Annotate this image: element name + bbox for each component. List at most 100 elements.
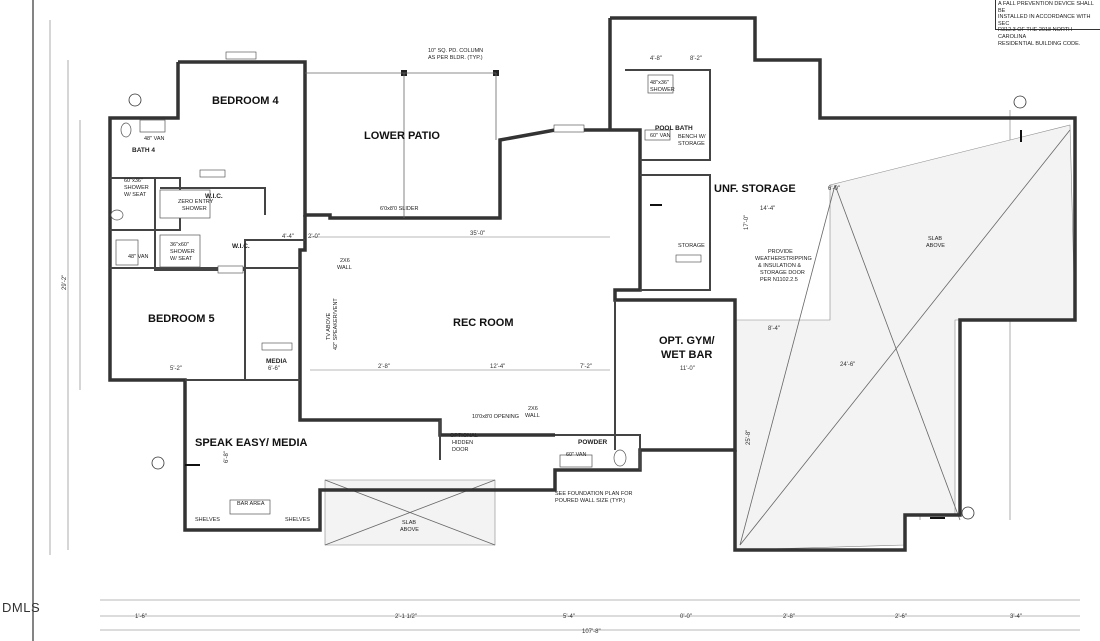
note-shower-1b: SHOWER (124, 185, 149, 191)
room-label-powder: POWDER (578, 439, 608, 446)
note-pool-shower-1: 48"x36" (650, 80, 669, 86)
note-wall-2x6-b2: WALL (525, 413, 540, 419)
note-pool-shower-2: SHOWER (650, 87, 675, 93)
room-label-speak-easy: SPEAK EASY/ MEDIA (195, 437, 308, 449)
door-tags (199, 51, 702, 351)
room-label-pool-bath: POOL BATH (655, 125, 693, 132)
room-labels: BEDROOM 4 LOWER PATIO BATH 4 W.I.C. W.I.… (132, 95, 796, 449)
dim-7-2: 7'-2" (580, 364, 592, 370)
note-zero-entry-1: ZERO ENTRY (178, 199, 214, 205)
note-provide-1: PROVIDE (768, 249, 793, 255)
interior-walls (110, 69, 711, 470)
room-label-wet-bar: WET BAR (661, 349, 712, 361)
dim-17-0: 17'-0" (744, 215, 750, 230)
dim-5-2: 5'-2" (170, 366, 182, 372)
dim-6-6: 6'-6" (268, 366, 280, 372)
dim-4-4: 4'-4" (282, 234, 294, 240)
room-label-rec-room: REC ROOM (453, 317, 514, 329)
dim-14-4: 14'-4" (760, 206, 775, 212)
room-label-bedroom5: BEDROOM 5 (148, 313, 215, 325)
note-hidden-door-1: OPTIONAL (450, 433, 478, 439)
note-slab-above-a1: SLAB (928, 236, 942, 242)
note-slab-above-b2: ABOVE (400, 527, 419, 533)
dim-4-8: 4'-8" (650, 56, 662, 62)
note-opening: 10'0x8'0 OPENING (472, 414, 519, 420)
note-slab-above-a2: ABOVE (926, 243, 945, 249)
note-bench-2: STORAGE (678, 141, 705, 147)
room-label-unf-storage: UNF. STORAGE (714, 183, 796, 195)
dim-3-4: 3'-4" (1010, 614, 1022, 620)
dim-2-8: 2'-8" (378, 364, 390, 370)
note-slab-above-b1: SLAB (402, 520, 416, 526)
dim-35-0: 35'-0" (470, 231, 485, 237)
room-label-wic1: W.I.C. (205, 193, 223, 200)
note-wall-2x6-b1: 2X6 (528, 406, 538, 412)
note-zero-entry-2: SHOWER (182, 206, 207, 212)
note-shelves-2: SHELVES (285, 517, 310, 523)
note-shower-2c: W/ SEAT (170, 256, 193, 262)
room-label-bath4: BATH 4 (132, 147, 155, 154)
note-line-2: INSTALLED IN ACCORDANCE WITH SEC (998, 14, 1091, 27)
dim-11-0: 11'-0" (680, 366, 695, 372)
note-shelves-1: SHELVES (195, 517, 220, 523)
note-hidden-door-2: HIDDEN (452, 440, 473, 446)
note-line-4: RESIDENTIAL BUILDING CODE. (998, 40, 1081, 47)
note-shower-1: 60"x36" (124, 178, 143, 184)
note-shower-2b: SHOWER (170, 249, 195, 255)
dim-1-6: 1'-6" (135, 614, 147, 620)
dim-2-6: 2'-6" (895, 614, 907, 620)
dim-6-8: 6'-8" (224, 451, 230, 463)
room-label-opt-gym: OPT. GYM/ (659, 335, 715, 347)
note-pool-van: 60" VAN (650, 133, 671, 139)
room-label-media: MEDIA (266, 358, 287, 365)
dim-2-8b: 2'-8" (783, 614, 795, 620)
mls-watermark: DMLS (2, 600, 41, 615)
fixtures (110, 74, 674, 515)
dimension-labels: 35'-0" 107'-8" 24'-6" 12'-4" 2'-8" 7'-2"… (62, 56, 1022, 635)
note-foundation-1: SEE FOUNDATION PLAN FOR (555, 491, 633, 497)
note-provide-4: STORAGE DOOR (760, 270, 805, 276)
note-van-60: 60" VAN (566, 452, 587, 458)
fall-prevention-note: A FALL PREVENTION DEVICE SHALL BE INSTAL… (995, 0, 1100, 47)
dim-5-4: 5'-4" (563, 614, 575, 620)
note-wall-2x6-a1: 2X6 (340, 258, 350, 264)
note-line-3: R312.3 OF THE 2018 NORTH CAROLINA (998, 27, 1073, 40)
note-line-1: A FALL PREVENTION DEVICE SHALL BE (998, 1, 1094, 14)
note-above-2: 42" SPEAKER/VENT (333, 298, 339, 350)
note-above-1: TV ABOVE (326, 312, 332, 340)
dim-25-8: 25'-8" (746, 430, 752, 445)
dim-8-2: 8'-2" (690, 56, 702, 62)
note-provide-3: & INSULATION & (758, 263, 801, 269)
note-hidden-door-3: DOOR (452, 447, 469, 453)
note-bar-area: BAR AREA (237, 501, 265, 507)
note-van-48-b: 48" VAN (128, 254, 149, 260)
dim-12-4: 12'-4" (490, 364, 505, 370)
note-slider: 6'0x8'0 SLIDER (380, 206, 419, 212)
note-column-2: AS PER BLDR. (TYP.) (428, 55, 483, 61)
dim-24-6: 24'-6" (840, 362, 855, 368)
patio-columns (305, 70, 499, 218)
room-label-wic2: W.I.C. (232, 243, 250, 250)
dim-29-2: 29'-2" (62, 275, 68, 290)
note-provide-5: PER N1102.2.5 (760, 277, 798, 283)
plan-notes: 10" SQ. PD. COLUMN AS PER BLDR. (TYP.) 6… (124, 48, 945, 533)
exterior-walls (108, 16, 1077, 552)
room-label-storage: STORAGE (678, 243, 705, 249)
dim-6-0: 6'-0" (828, 186, 840, 192)
note-van-48-a: 48" VAN (144, 136, 165, 142)
dim-2-0: 2'-0" (308, 234, 320, 240)
note-shower-2: 36"x60" (170, 242, 189, 248)
dim-0-0: 0'-0" (680, 614, 692, 620)
room-label-bedroom4: BEDROOM 4 (212, 95, 280, 107)
room-label-lower-patio: LOWER PATIO (364, 130, 440, 142)
note-column-1: 10" SQ. PD. COLUMN (428, 48, 483, 54)
dim-8-4: 8'-4" (768, 326, 780, 332)
dim-107-8: 107'-8" (582, 629, 601, 635)
note-foundation-2: POURED WALL SIZE (TYP.) (555, 498, 625, 504)
note-shower-1c: W/ SEAT (124, 192, 147, 198)
note-wall-2x6-a2: WALL (337, 265, 352, 271)
dim-2-1-2: 2'-1 1/2" (395, 614, 417, 620)
note-provide-2: WEATHERSTRIPPING (755, 256, 812, 262)
level-markers (128, 93, 1027, 520)
